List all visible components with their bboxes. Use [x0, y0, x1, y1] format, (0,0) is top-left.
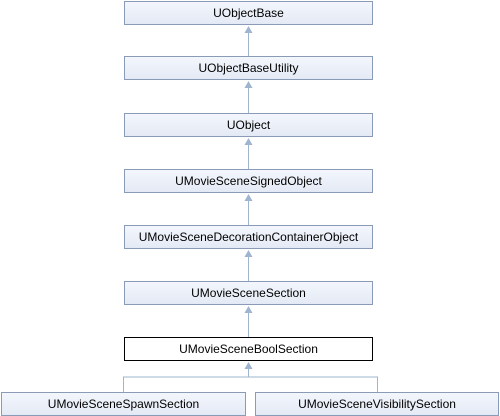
node-umoviescenedecorationcontainerobject[interactable]: UMovieSceneDecorationContainerObject — [124, 225, 373, 249]
node-umoviescenespawnsection[interactable]: UMovieSceneSpawnSection — [1, 392, 246, 416]
arrowhead-boolsection — [244, 362, 253, 369]
node-umoviescenevisibilitysection[interactable]: UMovieSceneVisibilitySection — [255, 392, 499, 416]
node-uobject[interactable]: UObject — [124, 113, 373, 137]
arrowhead-uobjectbaseutility — [244, 81, 253, 88]
node-umoviescenesection[interactable]: UMovieSceneSection — [124, 281, 373, 305]
arrowhead-uobject — [244, 138, 253, 145]
node-uobjectbaseutility[interactable]: UObjectBaseUtility — [124, 56, 373, 80]
node-umoviesceneboolsection-current: UMovieSceneBoolSection — [124, 337, 373, 361]
edge-spawnsection-to-boolsection — [123, 367, 249, 392]
node-uobjectbase[interactable]: UObjectBase — [124, 1, 373, 25]
node-umoviescenesignedobject[interactable]: UMovieSceneSignedObject — [124, 169, 373, 193]
arrowhead-uobjectbase — [244, 26, 253, 33]
arrowhead-section — [244, 306, 253, 313]
edge-visibilitysection-to-boolsection — [248, 376, 378, 392]
arrowhead-decorationcontainer — [244, 250, 253, 257]
arrowhead-signedobject — [244, 194, 253, 201]
